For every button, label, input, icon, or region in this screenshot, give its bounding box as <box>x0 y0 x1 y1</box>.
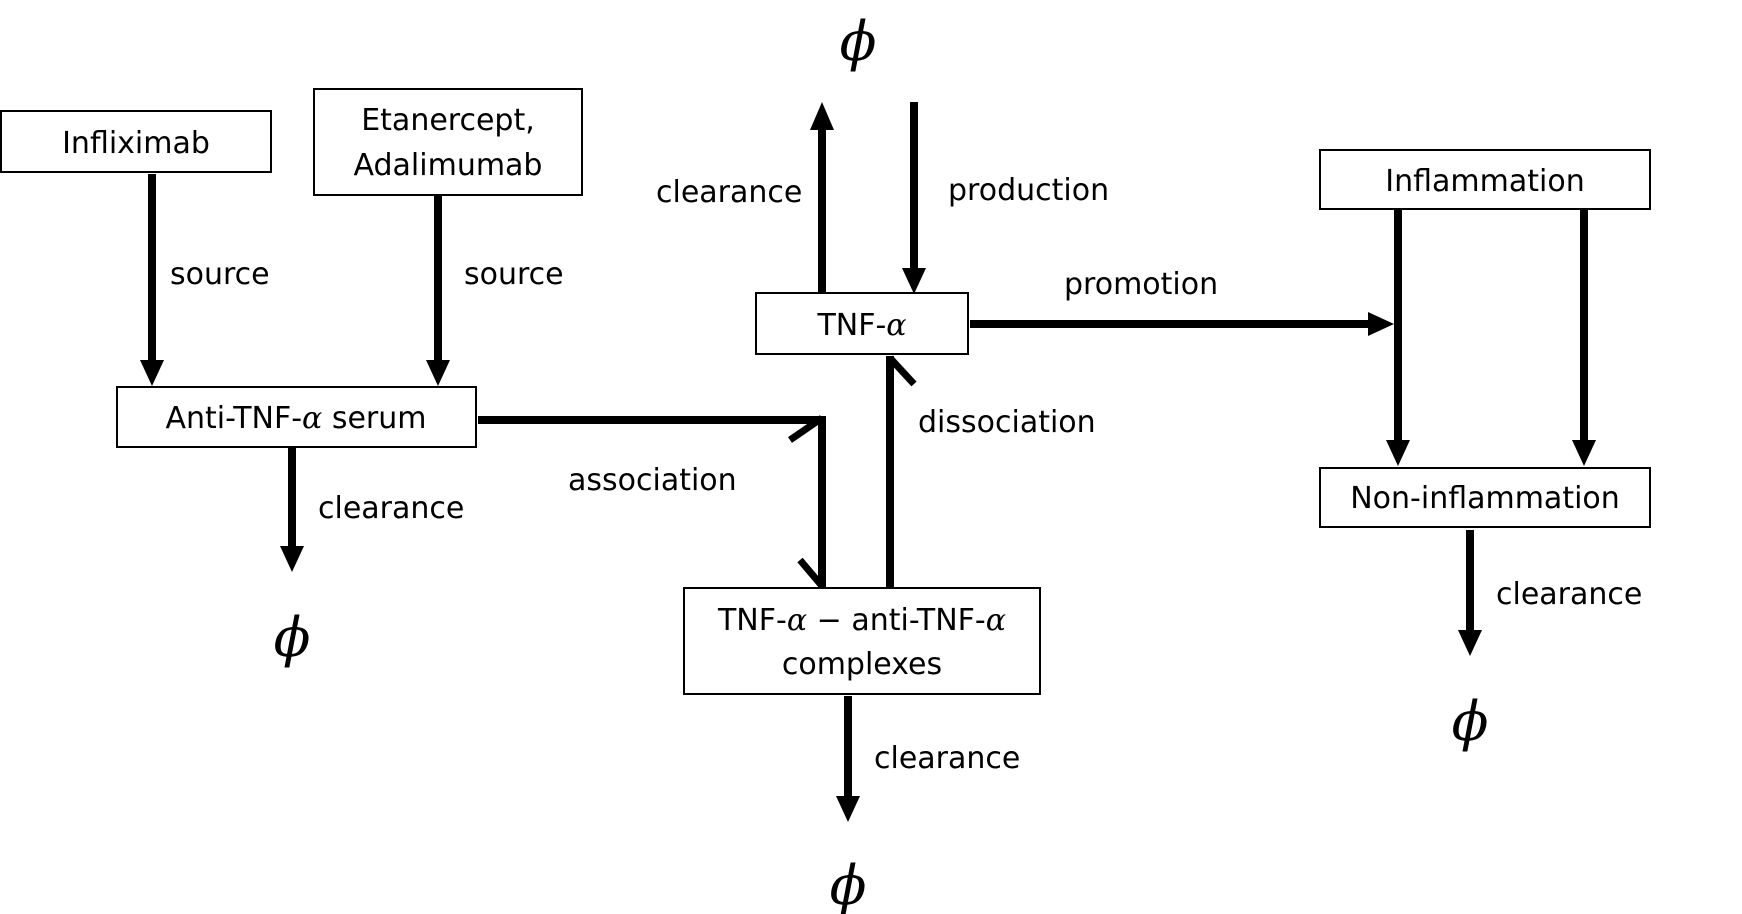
arrow-tnf-production <box>902 102 926 294</box>
sink-symbol-noninflammation: ϕ <box>1452 690 1489 753</box>
edge-label-production: production <box>948 173 1109 208</box>
node-non-inflammation-label: Non-inflammation <box>1350 481 1620 516</box>
arrow-promotion <box>970 312 1394 336</box>
sink-symbol-complexes: ϕ <box>830 854 867 914</box>
edge-label-clearance-complexes: clearance <box>874 741 1020 776</box>
edge-label-dissociation: dissociation <box>918 405 1096 440</box>
node-complexes: TNF-α − anti-TNF-α complexes <box>683 587 1041 695</box>
node-inflammation-label: Inflammation <box>1385 164 1584 199</box>
sink-symbol-tnf: ϕ <box>840 10 877 73</box>
arrow-inflammation-right <box>1572 210 1596 466</box>
node-inflammation: Inflammation <box>1319 149 1651 210</box>
sink-symbol-serum: ϕ <box>274 606 311 669</box>
arrow-noninflammation-clearance <box>1458 530 1482 656</box>
arrow-tnf-clearance <box>810 102 834 292</box>
node-complexes-label-line1: TNF-α − anti-TNF-α <box>717 603 1006 638</box>
node-non-inflammation: Non-inflammation <box>1319 467 1651 528</box>
node-tnf-alpha-label: TNF-α <box>816 308 906 343</box>
arrow-dissociation <box>886 355 917 588</box>
arrow-inflammation-left <box>1386 210 1410 466</box>
node-tnf-alpha: TNF-α <box>755 292 969 355</box>
node-anti-tnf-serum-label: Anti-TNF-α serum <box>165 401 426 436</box>
edge-label-association: association <box>568 463 737 498</box>
node-etanercept-label: Etanercept, <box>361 103 535 138</box>
edge-label-source-etanercept: source <box>464 257 564 292</box>
arrow-etanercept-to-serum <box>426 196 450 386</box>
edge-label-clearance-noninflammation: clearance <box>1496 577 1642 612</box>
node-infliximab-label: Infliximab <box>62 126 210 161</box>
node-etanercept-adalimumab: Etanercept, Adalimumab <box>313 88 583 196</box>
arrow-serum-clearance <box>280 448 304 572</box>
node-infliximab: Infliximab <box>0 110 272 173</box>
edge-label-clearance-serum: clearance <box>318 491 464 526</box>
node-anti-tnf-serum: Anti-TNF-α serum <box>116 386 477 448</box>
arrow-association <box>478 415 826 589</box>
edge-label-clearance-tnf: clearance <box>656 175 802 210</box>
node-adalimumab-label: Adalimumab <box>354 148 543 183</box>
node-complexes-label-line2: complexes <box>782 647 942 682</box>
arrow-complexes-clearance <box>836 696 860 822</box>
arrow-infliximab-to-serum <box>140 174 164 386</box>
edge-label-promotion: promotion <box>1064 267 1218 302</box>
edge-label-source-infliximab: source <box>170 257 270 292</box>
